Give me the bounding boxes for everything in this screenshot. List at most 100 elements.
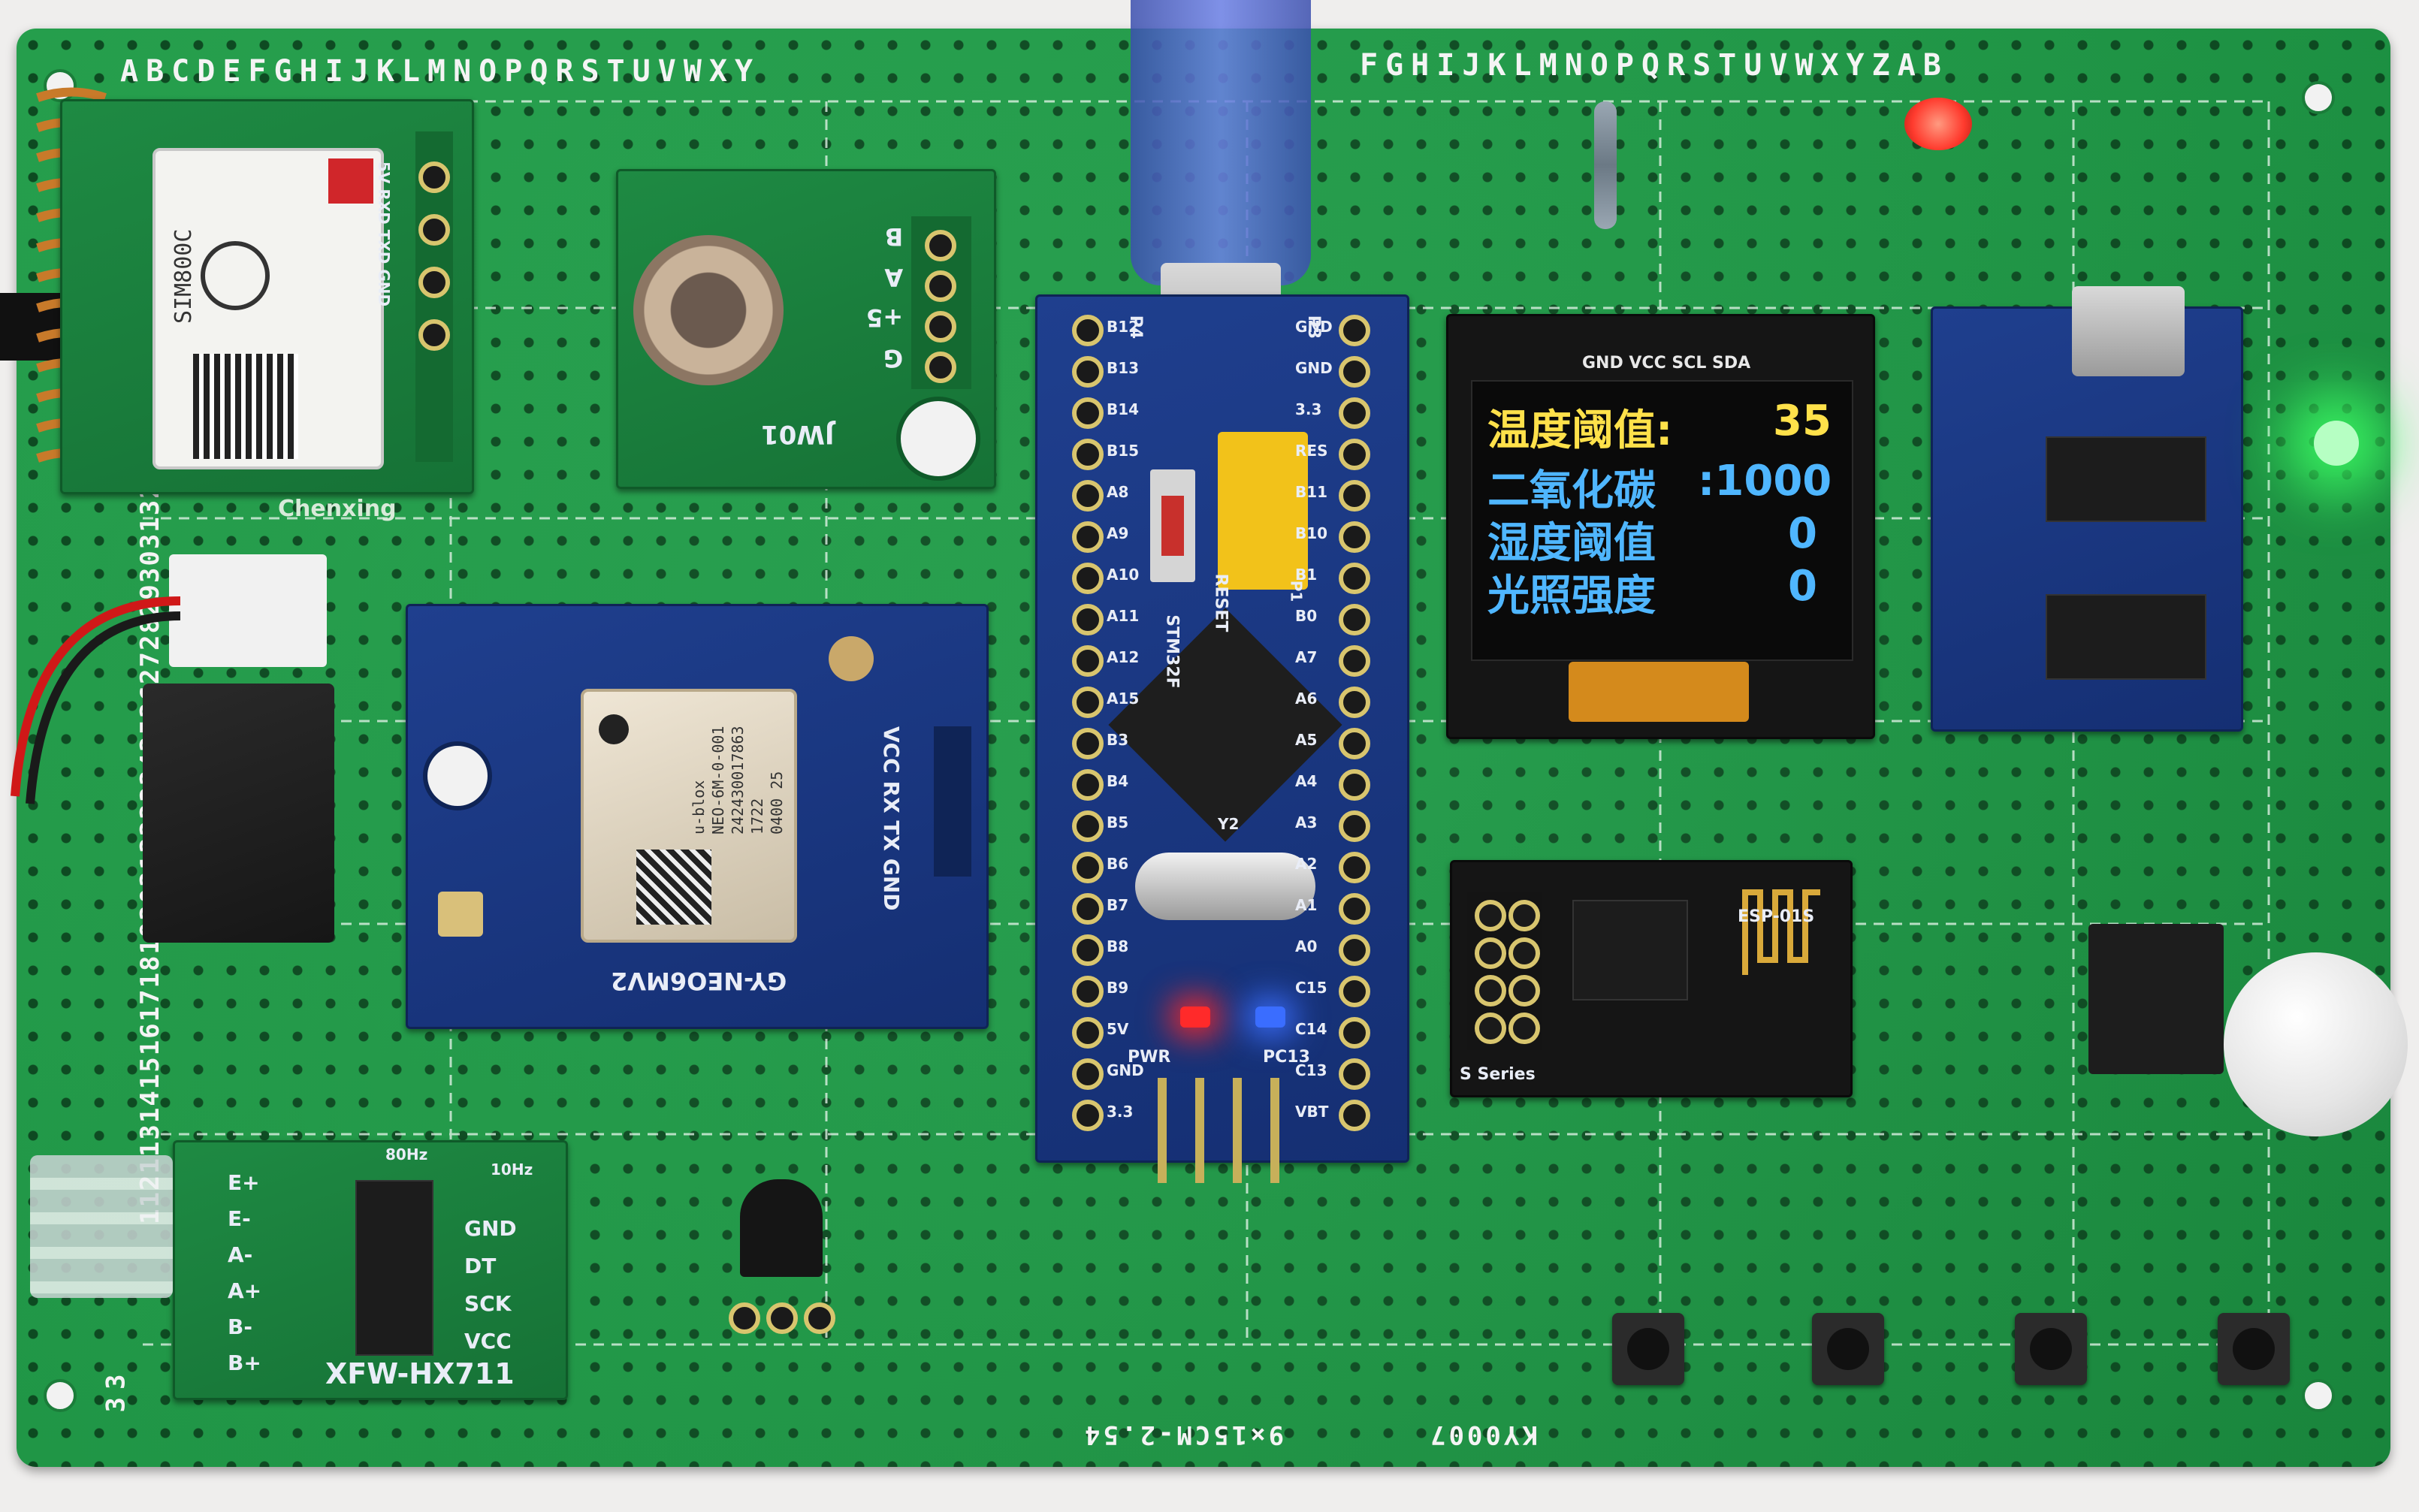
chenxing-brand: Chenxing xyxy=(278,496,397,522)
usb-cable xyxy=(1131,0,1311,285)
stm32-pin: A1 xyxy=(1295,890,1379,926)
header-pin xyxy=(925,270,956,302)
pin1-marker-icon xyxy=(599,714,629,744)
oled-flex-cable xyxy=(1569,662,1749,722)
antenna-connector-icon xyxy=(438,892,483,937)
push-button-1[interactable] xyxy=(1612,1313,1684,1385)
stm32-pin-label: A7 xyxy=(1295,648,1318,666)
hx711-pin-label: VCC xyxy=(464,1329,512,1354)
stm32-pin-label: B6 xyxy=(1107,855,1129,873)
stm32-pin: B3 xyxy=(1068,725,1128,761)
stm32-pin: B6 xyxy=(1068,849,1128,885)
board-size-code: 9×15CM-2.54 xyxy=(1082,1420,1285,1450)
top-column-letters: ABCDEFGHIJKLMNOPQRSTUVWXY xyxy=(120,54,761,89)
stm32-pin: A10 xyxy=(1068,560,1139,596)
ds18b20-sensor-icon xyxy=(740,1179,823,1277)
stm32-pin: B4 xyxy=(1068,766,1128,802)
stm32-pin: 3.3 xyxy=(1068,1097,1133,1133)
sim800c-chip: SIM800C xyxy=(153,148,384,469)
top-column-letters-right: FGHIJKLMNOPQRSTUVWXYZAB xyxy=(1360,48,1949,83)
stm32-pin: B1 xyxy=(1295,560,1379,596)
gsm-module-board: SIM800C 5V RXD TXD GND xyxy=(60,99,474,494)
gps-module-label: GY-NEO6MV2 xyxy=(611,967,787,995)
stm32-pin-label: B0 xyxy=(1295,607,1318,625)
relay-icon xyxy=(143,684,334,943)
stm32-pin-label: A15 xyxy=(1107,690,1140,708)
stm32-pin-label: A0 xyxy=(1295,937,1318,955)
stm32-pin: B12 xyxy=(1068,312,1139,348)
stm32-pin: GND xyxy=(1295,353,1379,389)
mounting-hole xyxy=(423,741,492,810)
oled-screen: 温度阈值: 35 二氧化碳 :1000 湿度阈值 0 光照强度 0 xyxy=(1471,380,1853,661)
push-button-2[interactable] xyxy=(1812,1313,1884,1385)
mounting-hole xyxy=(44,1379,77,1412)
stm32-pin-label: B3 xyxy=(1107,731,1129,749)
power-led-icon xyxy=(1180,1006,1210,1028)
board-model-code: KY0007 xyxy=(1427,1420,1538,1450)
oled-row-temperature-value: 35 xyxy=(1773,397,1832,445)
boot-jumper-icon[interactable] xyxy=(1218,432,1308,590)
stm32-mcu-chip xyxy=(1108,608,1342,842)
stm32-pin: VBT xyxy=(1295,1097,1379,1133)
stm32-pin: B13 xyxy=(1068,353,1139,389)
stm32-pin: A7 xyxy=(1295,642,1379,678)
stm32-pin: B8 xyxy=(1068,931,1128,967)
stm32-pin: A12 xyxy=(1068,642,1139,678)
stm32-pin: B5 xyxy=(1068,807,1128,844)
stm32-pin: C13 xyxy=(1295,1055,1379,1091)
resistor-icon xyxy=(1594,101,1617,229)
hx711-module-label: XFW-HX711 xyxy=(325,1357,515,1390)
stm32-pin: A2 xyxy=(1295,849,1379,885)
hx711-pin-label: A- xyxy=(228,1242,253,1267)
hx711-pin-label: B- xyxy=(228,1314,252,1339)
stm32-pin: A11 xyxy=(1068,601,1139,637)
jw01-gas-sensor-board: G +5 A B JW01 xyxy=(616,169,996,489)
gps-pin-labels: VCC RX TX GND xyxy=(879,726,904,911)
stm32-pin: A3 xyxy=(1295,807,1379,844)
hx711-pin-label: DT xyxy=(464,1254,497,1278)
stm32-pin: C15 xyxy=(1295,973,1379,1009)
mounting-hole xyxy=(2302,81,2335,114)
esp-series-label: S Series xyxy=(1460,1065,1536,1084)
crystal-oscillator-icon xyxy=(1135,853,1315,920)
stm32-pin-label: B11 xyxy=(1295,483,1328,501)
gps-header xyxy=(934,726,971,877)
stm32-pin-label: A4 xyxy=(1295,772,1318,790)
jw01-header xyxy=(911,216,971,389)
pc13-led-icon xyxy=(1255,1006,1285,1028)
oled-row-co2-label: 二氧化碳 xyxy=(1487,466,1656,515)
sensor-solder-pads xyxy=(729,1301,841,1335)
stm32-pin-label: 3.3 xyxy=(1107,1103,1134,1121)
stm32-pin: A0 xyxy=(1295,931,1379,967)
voltage-regulator-chip xyxy=(1158,928,1293,988)
oled-row-co2-value: :1000 xyxy=(1698,457,1832,506)
stm32-pin-label: VBT xyxy=(1295,1103,1329,1121)
stm32-pin-label: GND xyxy=(1295,359,1333,377)
header-pin xyxy=(418,214,450,246)
pin-label-g: G xyxy=(883,344,904,373)
pin-label-5v: +5 xyxy=(866,303,904,332)
green-led-icon xyxy=(2314,421,2359,466)
esp-name-label: ESP-01S xyxy=(1738,907,1815,926)
stm32-pin-label: A2 xyxy=(1295,855,1318,873)
stm32-pin-label: B9 xyxy=(1107,979,1129,997)
reset-button[interactable] xyxy=(1150,469,1195,582)
stm32-pin: GND xyxy=(1295,312,1379,348)
qr-code-icon xyxy=(636,850,711,925)
stm32-pin-label: A11 xyxy=(1107,607,1140,625)
stm32-pin-label: B15 xyxy=(1107,442,1140,460)
stm32-pin-label: C14 xyxy=(1295,1020,1327,1038)
hx711-pin-label: E+ xyxy=(228,1170,260,1195)
stm32-pin: B9 xyxy=(1068,973,1128,1009)
hx711-chip xyxy=(355,1180,433,1356)
header-pin xyxy=(418,267,450,298)
simcom-logo-icon xyxy=(328,158,373,204)
stm32-pin: A4 xyxy=(1295,766,1379,802)
jst-connector-icon xyxy=(169,554,327,667)
oled-row-light-label: 光照强度 xyxy=(1487,572,1656,620)
push-button-4[interactable] xyxy=(2218,1313,2290,1385)
push-button-3[interactable] xyxy=(2015,1313,2087,1385)
esp8266-chip xyxy=(1572,900,1688,1000)
